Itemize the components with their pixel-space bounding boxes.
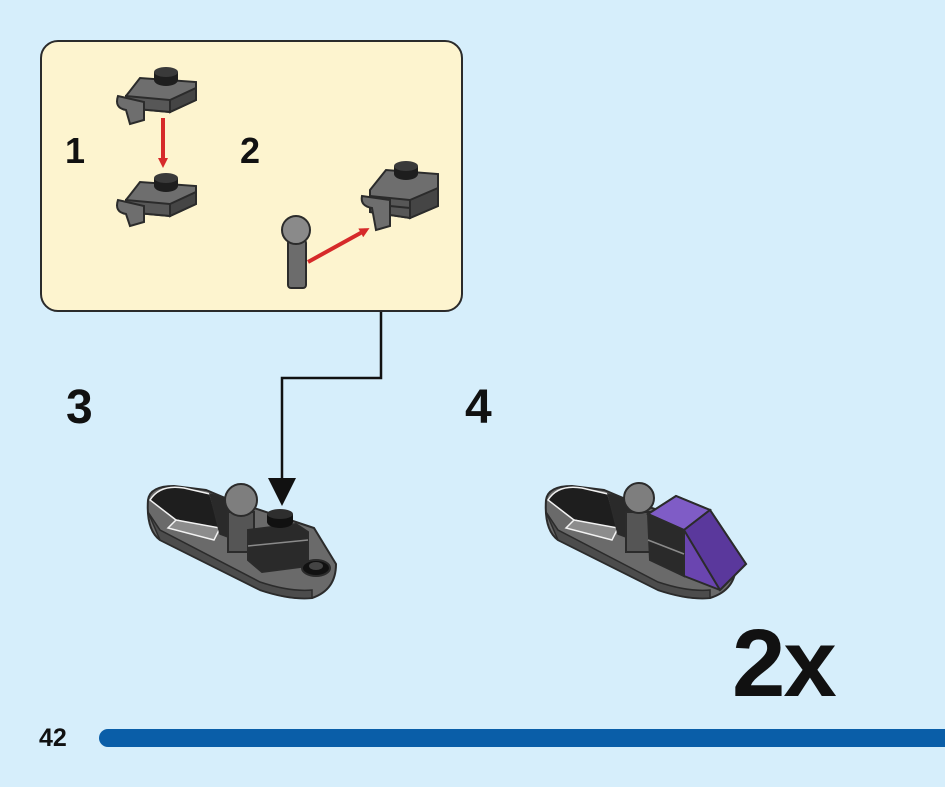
step-3-model [146,483,338,600]
ball-joint-pin [281,215,311,289]
clip-plate-top [116,67,197,126]
substep-2-number: 2 [240,130,261,171]
step-4-model [544,482,748,600]
substep-1-number: 1 [65,130,86,171]
page-number: 42 [39,724,67,752]
multiplier-label: 2x [732,610,837,717]
connector-arrowhead [268,478,296,506]
step-3-number: 3 [66,381,93,434]
stacked-clip-plates [360,161,439,232]
clip-plate-bottom [116,173,197,228]
red-arrow-2 [307,228,370,264]
connector-line [280,312,383,482]
progress-bar [99,729,945,747]
step-4-number: 4 [465,381,492,434]
